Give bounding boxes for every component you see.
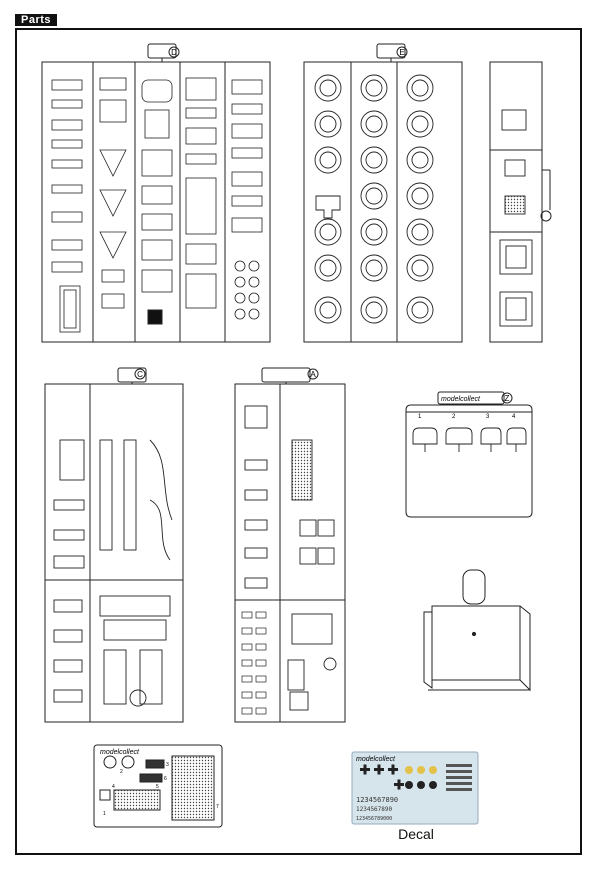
pe-number-7: 7 [216,804,219,810]
sprue-c-letter: C [137,370,143,379]
sprue-z-letter: Z [505,394,510,403]
sprue-z-brand: modelcollect [441,396,481,403]
sprue-d-letter: D [171,48,177,57]
sprue-c [44,367,184,723]
decal-numbers-row-1: 1234567890 [356,796,398,804]
sprue-b [489,61,552,343]
assembled-body [423,569,531,692]
decal-sheet [351,751,479,825]
pe-number-6: 6 [164,776,167,782]
photo-etch-sheet [93,744,223,828]
sprue-z-number-4: 4 [512,414,516,420]
sprue-z-number-3: 3 [486,414,490,420]
pe-number-2: 2 [120,769,123,775]
photo-etch-brand: modelcollect [100,749,140,756]
sprue-z-number-1: 1 [418,414,422,420]
parts-frame [15,28,582,855]
sprue-d [41,43,271,343]
decal-numbers-row-2: 1234567890 [356,806,393,813]
sprue-z [405,391,533,518]
pe-number-3: 3 [166,762,169,768]
decal-numbers-row-3: 123456789000 [356,816,392,822]
pe-number-4: 4 [112,784,115,790]
parts-header: Parts [15,14,58,26]
decal-label: Decal [398,826,434,842]
pe-number-5: 5 [156,784,159,790]
sprue-a-letter: A [310,370,316,379]
sprue-z-number-2: 2 [452,414,456,420]
pe-number-1: 1 [103,811,106,817]
decal-brand: modelcollect [356,756,396,763]
sprue-e-letter: E [399,48,404,57]
sprue-e [303,43,463,343]
sprue-a [234,367,346,723]
